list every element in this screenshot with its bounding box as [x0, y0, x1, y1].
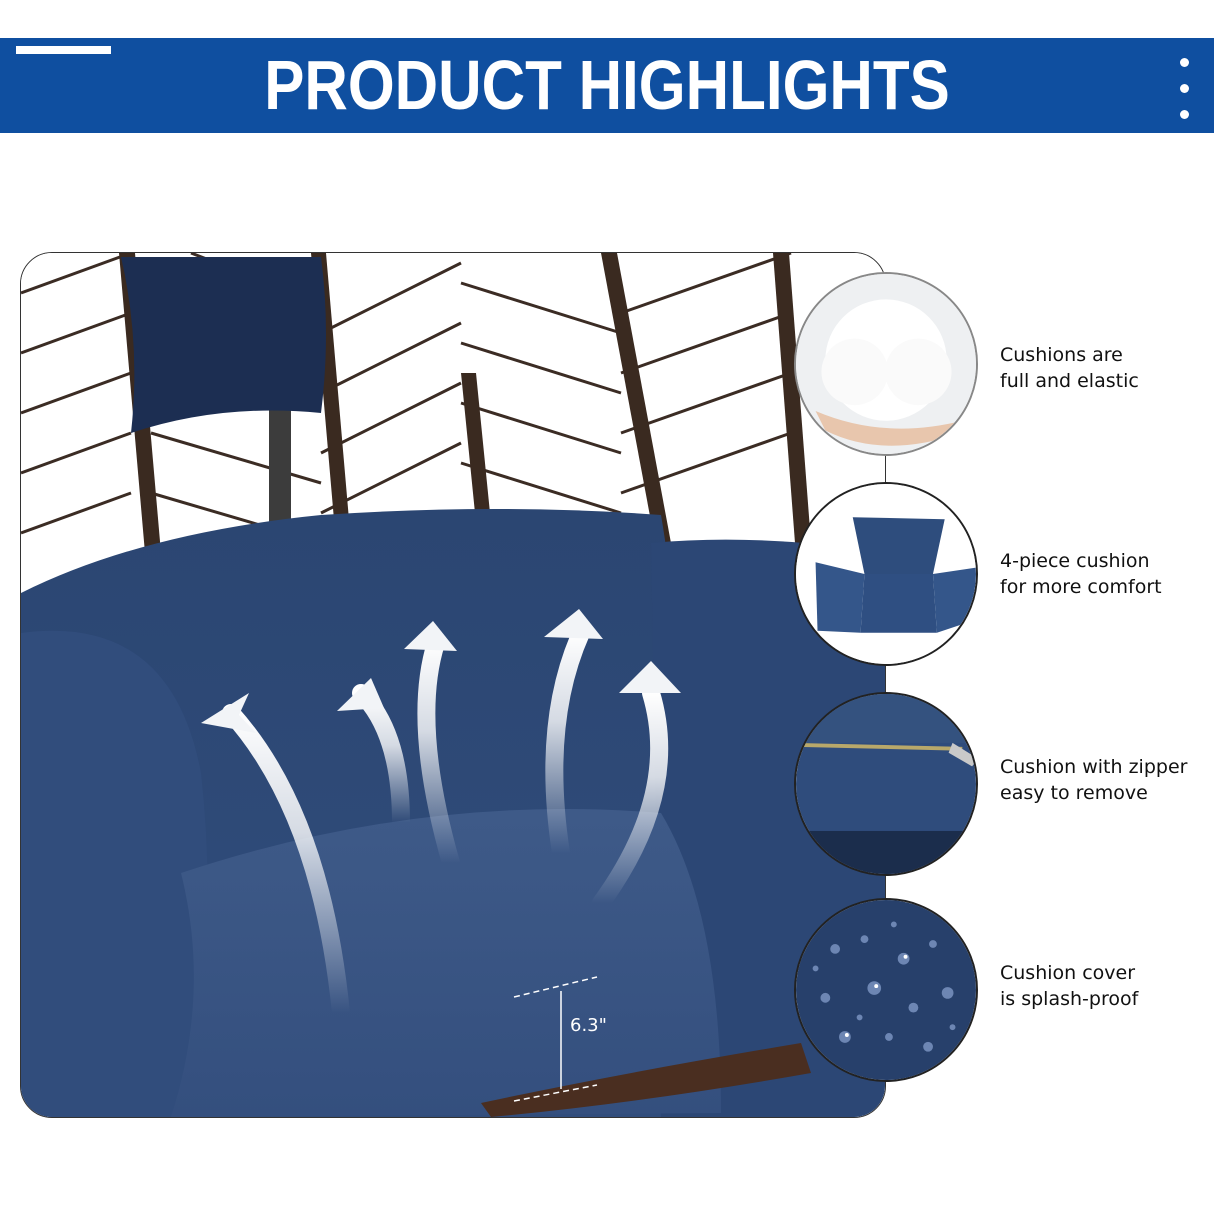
feature-line: for more comfort [1000, 576, 1162, 598]
feature-item-fill: Cushions are full and elastic [794, 272, 1139, 456]
page-title: PRODUCT HIGHLIGHTS [264, 46, 950, 124]
cotton-fill-icon [794, 272, 978, 456]
egg-chair-photo [21, 253, 885, 1117]
feature-line: full and elastic [1000, 370, 1139, 392]
water-droplets-icon [794, 898, 978, 1082]
feature-line: 4-piece cushion [1000, 550, 1150, 572]
feature-line: Cushion cover [1000, 962, 1136, 984]
four-piece-cushion-icon [794, 482, 978, 666]
feature-line: easy to remove [1000, 782, 1148, 804]
feature-item-pieces: 4-piece cushion for more comfort [794, 482, 1162, 666]
feature-line: Cushion with zipper [1000, 756, 1188, 778]
seat-thickness-label: 6.3" [570, 1015, 607, 1036]
decorative-dash [16, 46, 111, 54]
zipper-icon [794, 692, 978, 876]
feature-item-splash: Cushion cover is splash-proof [794, 898, 1138, 1082]
feature-item-zipper: Cushion with zipper easy to remove [794, 692, 1187, 876]
feature-line: is splash-proof [1000, 988, 1139, 1010]
feature-line: Cushions are [1000, 344, 1123, 366]
product-image-frame [20, 252, 886, 1118]
header-banner: PRODUCT HIGHLIGHTS [0, 38, 1214, 133]
decorative-dots-icon [1180, 58, 1190, 136]
